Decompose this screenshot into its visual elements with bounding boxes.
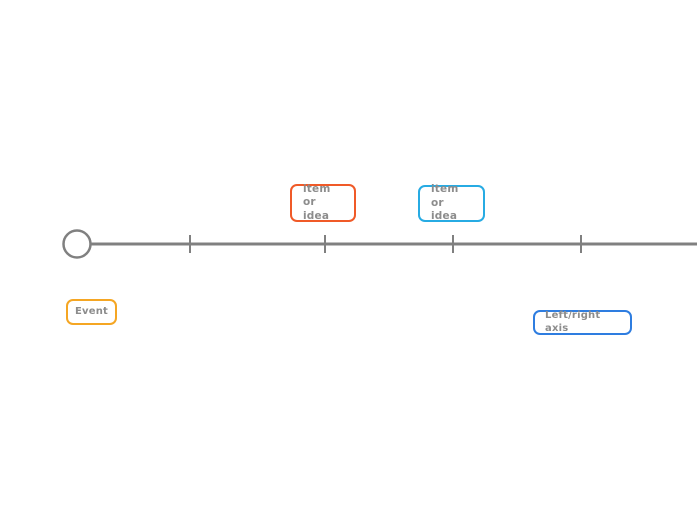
- badge-event-label: Event: [74, 305, 109, 317]
- callout-card-idea-1-label: item or idea: [303, 182, 331, 222]
- callout-card-idea-2[interactable]: item or idea: [418, 183, 485, 223]
- badge-left-right-axis[interactable]: Left/right axis: [533, 310, 632, 335]
- badge-left-right-axis-label: Left/right axis: [545, 309, 601, 334]
- callout-card-idea-1[interactable]: item or idea: [290, 182, 356, 222]
- badge-event[interactable]: Event: [66, 299, 117, 325]
- timeline-start-node-circle-icon[interactable]: [62, 229, 92, 259]
- callout-card-idea-2-label: item or idea: [431, 183, 459, 223]
